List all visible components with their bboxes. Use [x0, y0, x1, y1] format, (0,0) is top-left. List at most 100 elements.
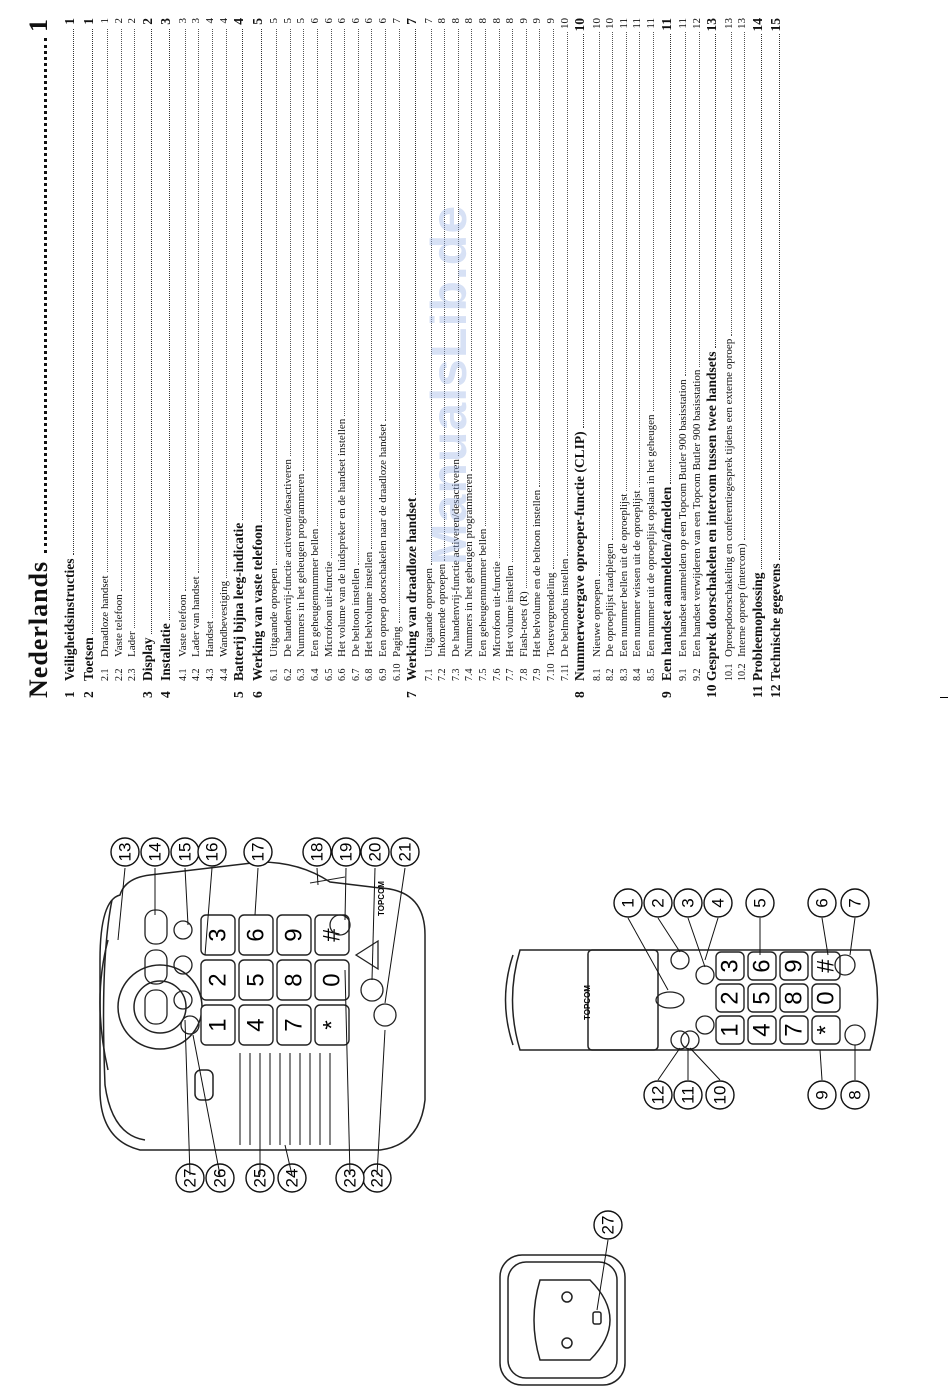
callout-marker: 4: [703, 888, 733, 918]
keypad-key[interactable]: 3: [715, 951, 745, 981]
keypad-key[interactable]: 2: [715, 983, 745, 1013]
keypad-key-frame: [811, 1015, 841, 1045]
speaker-grille: [239, 1053, 331, 1145]
callout-marker: 10: [705, 1080, 735, 1110]
callout-marker: 23: [335, 1163, 365, 1193]
keypad-key-frame: [715, 1015, 745, 1045]
callout-number: 27: [599, 1216, 618, 1235]
callout-circle: [673, 888, 703, 918]
callout-circle: [277, 1163, 307, 1193]
keypad-key[interactable]: 5: [238, 959, 274, 1001]
callout-marker: 1: [613, 888, 643, 918]
callout-number: 7: [846, 898, 865, 907]
keypad-key-frame: [811, 951, 841, 981]
keypad-key-label: 0: [813, 991, 840, 1004]
keypad-key[interactable]: #: [314, 914, 350, 956]
keypad-key-frame: [238, 914, 274, 956]
callout-number: 2: [649, 898, 668, 907]
callout-number: 8: [846, 1090, 865, 1099]
callout-circle: [807, 888, 837, 918]
callout-number: 3: [679, 898, 698, 907]
callout-circle: [110, 837, 140, 867]
callout-circle: [205, 1163, 235, 1193]
keypad-key[interactable]: *: [811, 1015, 841, 1045]
keypad-key-frame: [779, 951, 809, 981]
callout-number: 4: [709, 898, 728, 907]
keypad-key[interactable]: 4: [238, 1004, 274, 1046]
callout-circle: [140, 837, 170, 867]
keypad-key[interactable]: 7: [276, 1004, 312, 1046]
handset-keypad: 1 2 3 456 7 8 9 * 0 #: [715, 951, 841, 1045]
keypad-key-label: 7: [281, 1018, 308, 1031]
callout-marker: 26: [205, 1163, 235, 1193]
callout-circle: [613, 888, 643, 918]
keypad-key[interactable]: 1: [715, 1015, 745, 1045]
keypad-key[interactable]: 5: [747, 983, 777, 1013]
callout-marker: 24: [277, 1163, 307, 1193]
base-callout-leaders: [117, 867, 406, 1176]
keypad-key-label: *: [813, 1025, 840, 1034]
callout-number: 9: [813, 1090, 832, 1099]
callout-number: 17: [249, 843, 268, 862]
keypad-key[interactable]: *: [314, 1004, 350, 1046]
keypad-key-label: 0: [319, 973, 346, 986]
keypad-key[interactable]: #: [811, 951, 841, 981]
keypad-key-label: 3: [205, 928, 232, 941]
keypad-key[interactable]: 0: [811, 983, 841, 1013]
callout-number: 6: [813, 898, 832, 907]
keypad-key-label: 5: [243, 973, 270, 986]
keypad-key[interactable]: 4: [747, 1015, 777, 1045]
callout-circle: [807, 1080, 837, 1110]
callout-number: 12: [649, 1086, 668, 1105]
keypad-key-label: 8: [781, 991, 808, 1004]
callout-number: 25: [251, 1169, 270, 1188]
keypad-key-label: 3: [717, 959, 744, 972]
keypad-key[interactable]: 2: [200, 959, 236, 1001]
base-brand: TOPCOM: [377, 881, 386, 916]
keypad-key-label: 9: [781, 959, 808, 972]
keypad-key[interactable]: 8: [276, 959, 312, 1001]
keypad-key-label: 2: [205, 973, 232, 986]
callout-number: 23: [341, 1169, 360, 1188]
keypad-key-label: *: [319, 1020, 346, 1029]
keypad-key[interactable]: 9: [779, 951, 809, 981]
keypad-key-frame: [314, 1004, 350, 1046]
callout-number: 26: [211, 1169, 230, 1188]
callout-number: 22: [368, 1169, 387, 1188]
keypad-key-label: 1: [205, 1018, 232, 1031]
keypad-key-label: 6: [243, 928, 270, 941]
callout-marker: 27: [593, 1210, 623, 1240]
keypad-key[interactable]: 8: [779, 983, 809, 1013]
keypad-key-frame: [779, 983, 809, 1013]
callout-circle: [390, 837, 420, 867]
keypad-key-frame: [747, 951, 777, 981]
keypad-key[interactable]: 7: [779, 1015, 809, 1045]
callout-number: 11: [679, 1086, 698, 1104]
callout-number: 24: [283, 1169, 302, 1188]
keypad-key[interactable]: 6: [238, 914, 274, 956]
keypad-key[interactable]: 6: [747, 951, 777, 981]
margin-tick: [940, 697, 948, 698]
callout-marker: 27: [175, 1163, 205, 1193]
keypad-key-frame: [200, 914, 236, 956]
keypad-key-label: 2: [717, 991, 744, 1004]
handset-callout-leaders: [627, 917, 856, 1081]
callout-circle: [643, 888, 673, 918]
keypad-key-frame: [779, 1015, 809, 1045]
callout-marker: 21: [390, 837, 420, 867]
base-phone-keypad: 1 2 3 4 5 6 7 89 * 0 #: [200, 914, 350, 1046]
keypad-key[interactable]: 9: [276, 914, 312, 956]
keypad-key[interactable]: 1: [200, 1004, 236, 1046]
callout-marker: 19: [331, 837, 361, 867]
keypad-key[interactable]: 0: [314, 959, 350, 1001]
handset-brand: TOPCOM: [583, 985, 592, 1020]
keypad-key[interactable]: 3: [200, 914, 236, 956]
keypad-key-label: 4: [243, 1018, 270, 1031]
callout-marker: 12: [643, 1080, 673, 1110]
callout-circle: [197, 837, 227, 867]
keypad-key-frame: [314, 914, 350, 956]
handset-body: [504, 949, 879, 1051]
callout-circle: [745, 888, 775, 918]
